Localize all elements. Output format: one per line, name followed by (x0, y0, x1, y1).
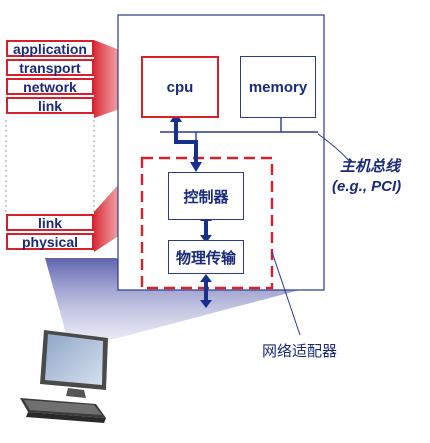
computer-icon (20, 330, 108, 423)
physical-label: 物理传输 (175, 249, 236, 267)
bus-label: 主机总线 (340, 158, 401, 175)
physical-box: 物理传输 (168, 240, 244, 274)
host-stack-layer-2: network (6, 78, 94, 95)
adapter-label: 网络适配器 (262, 343, 338, 360)
host-stack-layer-0: application (6, 40, 94, 57)
controller-box: 控制器 (168, 172, 244, 220)
arrowhead-down (200, 235, 212, 243)
adapter-leader (271, 251, 301, 336)
cpu-adapter-path (174, 118, 198, 165)
arrowhead-up-2 (200, 274, 212, 282)
adapter-stack-layer-0: link (6, 214, 94, 231)
bus-leader (317, 133, 351, 163)
adapter-stack-layer-1: physical (6, 233, 94, 250)
cpu-box: cpu (141, 56, 219, 118)
memory-box: memory (240, 56, 316, 118)
controller-label: 控制器 (183, 188, 229, 206)
cpu-label: cpu (166, 78, 194, 96)
host-stack-layer-1: transport (6, 59, 94, 76)
controller-arrowhead (190, 162, 202, 172)
host-stack-layer-3: link (6, 97, 94, 114)
arrowhead-down-2 (200, 300, 212, 308)
memory-label: memory (248, 78, 308, 96)
bus-example: (e.g., PCI) (332, 178, 402, 195)
